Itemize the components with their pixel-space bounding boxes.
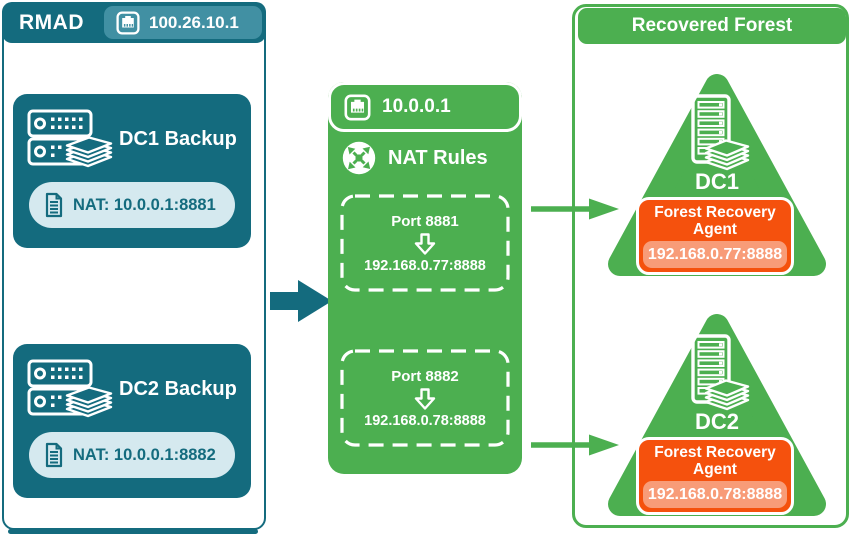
dc1-nat-text: NAT: 10.0.0.1:8881: [73, 195, 216, 214]
flow-arrow-icon: [270, 280, 332, 322]
dc2-nat-text: NAT: 10.0.0.1:8882: [73, 445, 216, 464]
document-icon: [45, 192, 63, 218]
backup-server-stack-icon: [27, 109, 113, 168]
dc2-agent-ip: 192.168.0.78:8888: [643, 481, 787, 508]
rule1-target: 192.168.0.77:8888: [364, 257, 486, 274]
rmad-ip-badge: 100.26.10.1: [104, 6, 262, 39]
tower-server-stack-icon: [691, 94, 750, 171]
dc1-nat-pill: NAT: 10.0.0.1:8881: [29, 182, 235, 228]
recovered-forest-title: Recovered Forest: [631, 15, 793, 36]
backup-server-stack-icon: [27, 359, 113, 418]
dashed-border: [340, 194, 510, 292]
rule2-port: Port 8882: [391, 367, 459, 385]
dc2-backup-box: DC2 Backup NAT: 10.0.0.1:8882: [13, 344, 251, 498]
recovered-forest-header: Recovered Forest: [578, 8, 846, 44]
dc2-forest-recovery-agent: Forest Recovery Agent 192.168.0.78:8888: [636, 437, 794, 515]
nat-ip-badge: 10.0.0.1: [328, 82, 522, 132]
rule2-target: 192.168.0.78:8888: [364, 412, 486, 429]
rule1-port: Port 8881: [391, 212, 459, 230]
rmad-ip: 100.26.10.1: [149, 12, 239, 32]
dc1-label: DC1: [694, 169, 739, 194]
connector-arrow-icon: [531, 434, 619, 456]
dc2-label: DC2: [694, 409, 739, 434]
connector-arrow-icon: [531, 198, 619, 220]
ethernet-port-icon: [116, 10, 140, 35]
nat-rule-2: Port 8882 192.168.0.78:8888: [340, 349, 510, 447]
rmad-title: RMAD: [19, 10, 84, 34]
dc1-backup-label: DC1 Backup: [119, 127, 237, 150]
rmad-panel-bottom-strip: [8, 529, 258, 534]
nat-rule-1: Port 8881 192.168.0.77:8888: [340, 194, 510, 292]
dc1-forest-recovery-agent: Forest Recovery Agent 192.168.0.77:8888: [636, 197, 794, 275]
document-icon: [45, 442, 63, 468]
nat-rules-title: NAT Rules: [388, 146, 488, 169]
dashed-border: [340, 349, 510, 447]
dc1-agent-ip: 192.168.0.77:8888: [643, 241, 787, 268]
nat-crossroads-icon: [342, 141, 376, 175]
dc2-nat-pill: NAT: 10.0.0.1:8882: [29, 432, 235, 478]
dc1-backup-box: DC1 Backup NAT: 10.0.0.1:8881: [13, 94, 251, 248]
nat-panel-ip: 10.0.0.1: [382, 96, 451, 117]
rmad-header: RMAD 100.26.10.1: [2, 2, 266, 43]
tower-server-stack-icon: [691, 334, 750, 411]
ethernet-port-icon: [344, 94, 371, 120]
hollow-down-arrow-icon: [414, 232, 436, 255]
dc1-agent-label: Forest Recovery Agent: [654, 204, 776, 239]
nat-rules-header: NAT Rules: [342, 141, 488, 175]
hollow-down-arrow-icon: [414, 387, 436, 410]
dc2-backup-label: DC2 Backup: [119, 377, 237, 400]
dc2-agent-label: Forest Recovery Agent: [654, 444, 776, 479]
